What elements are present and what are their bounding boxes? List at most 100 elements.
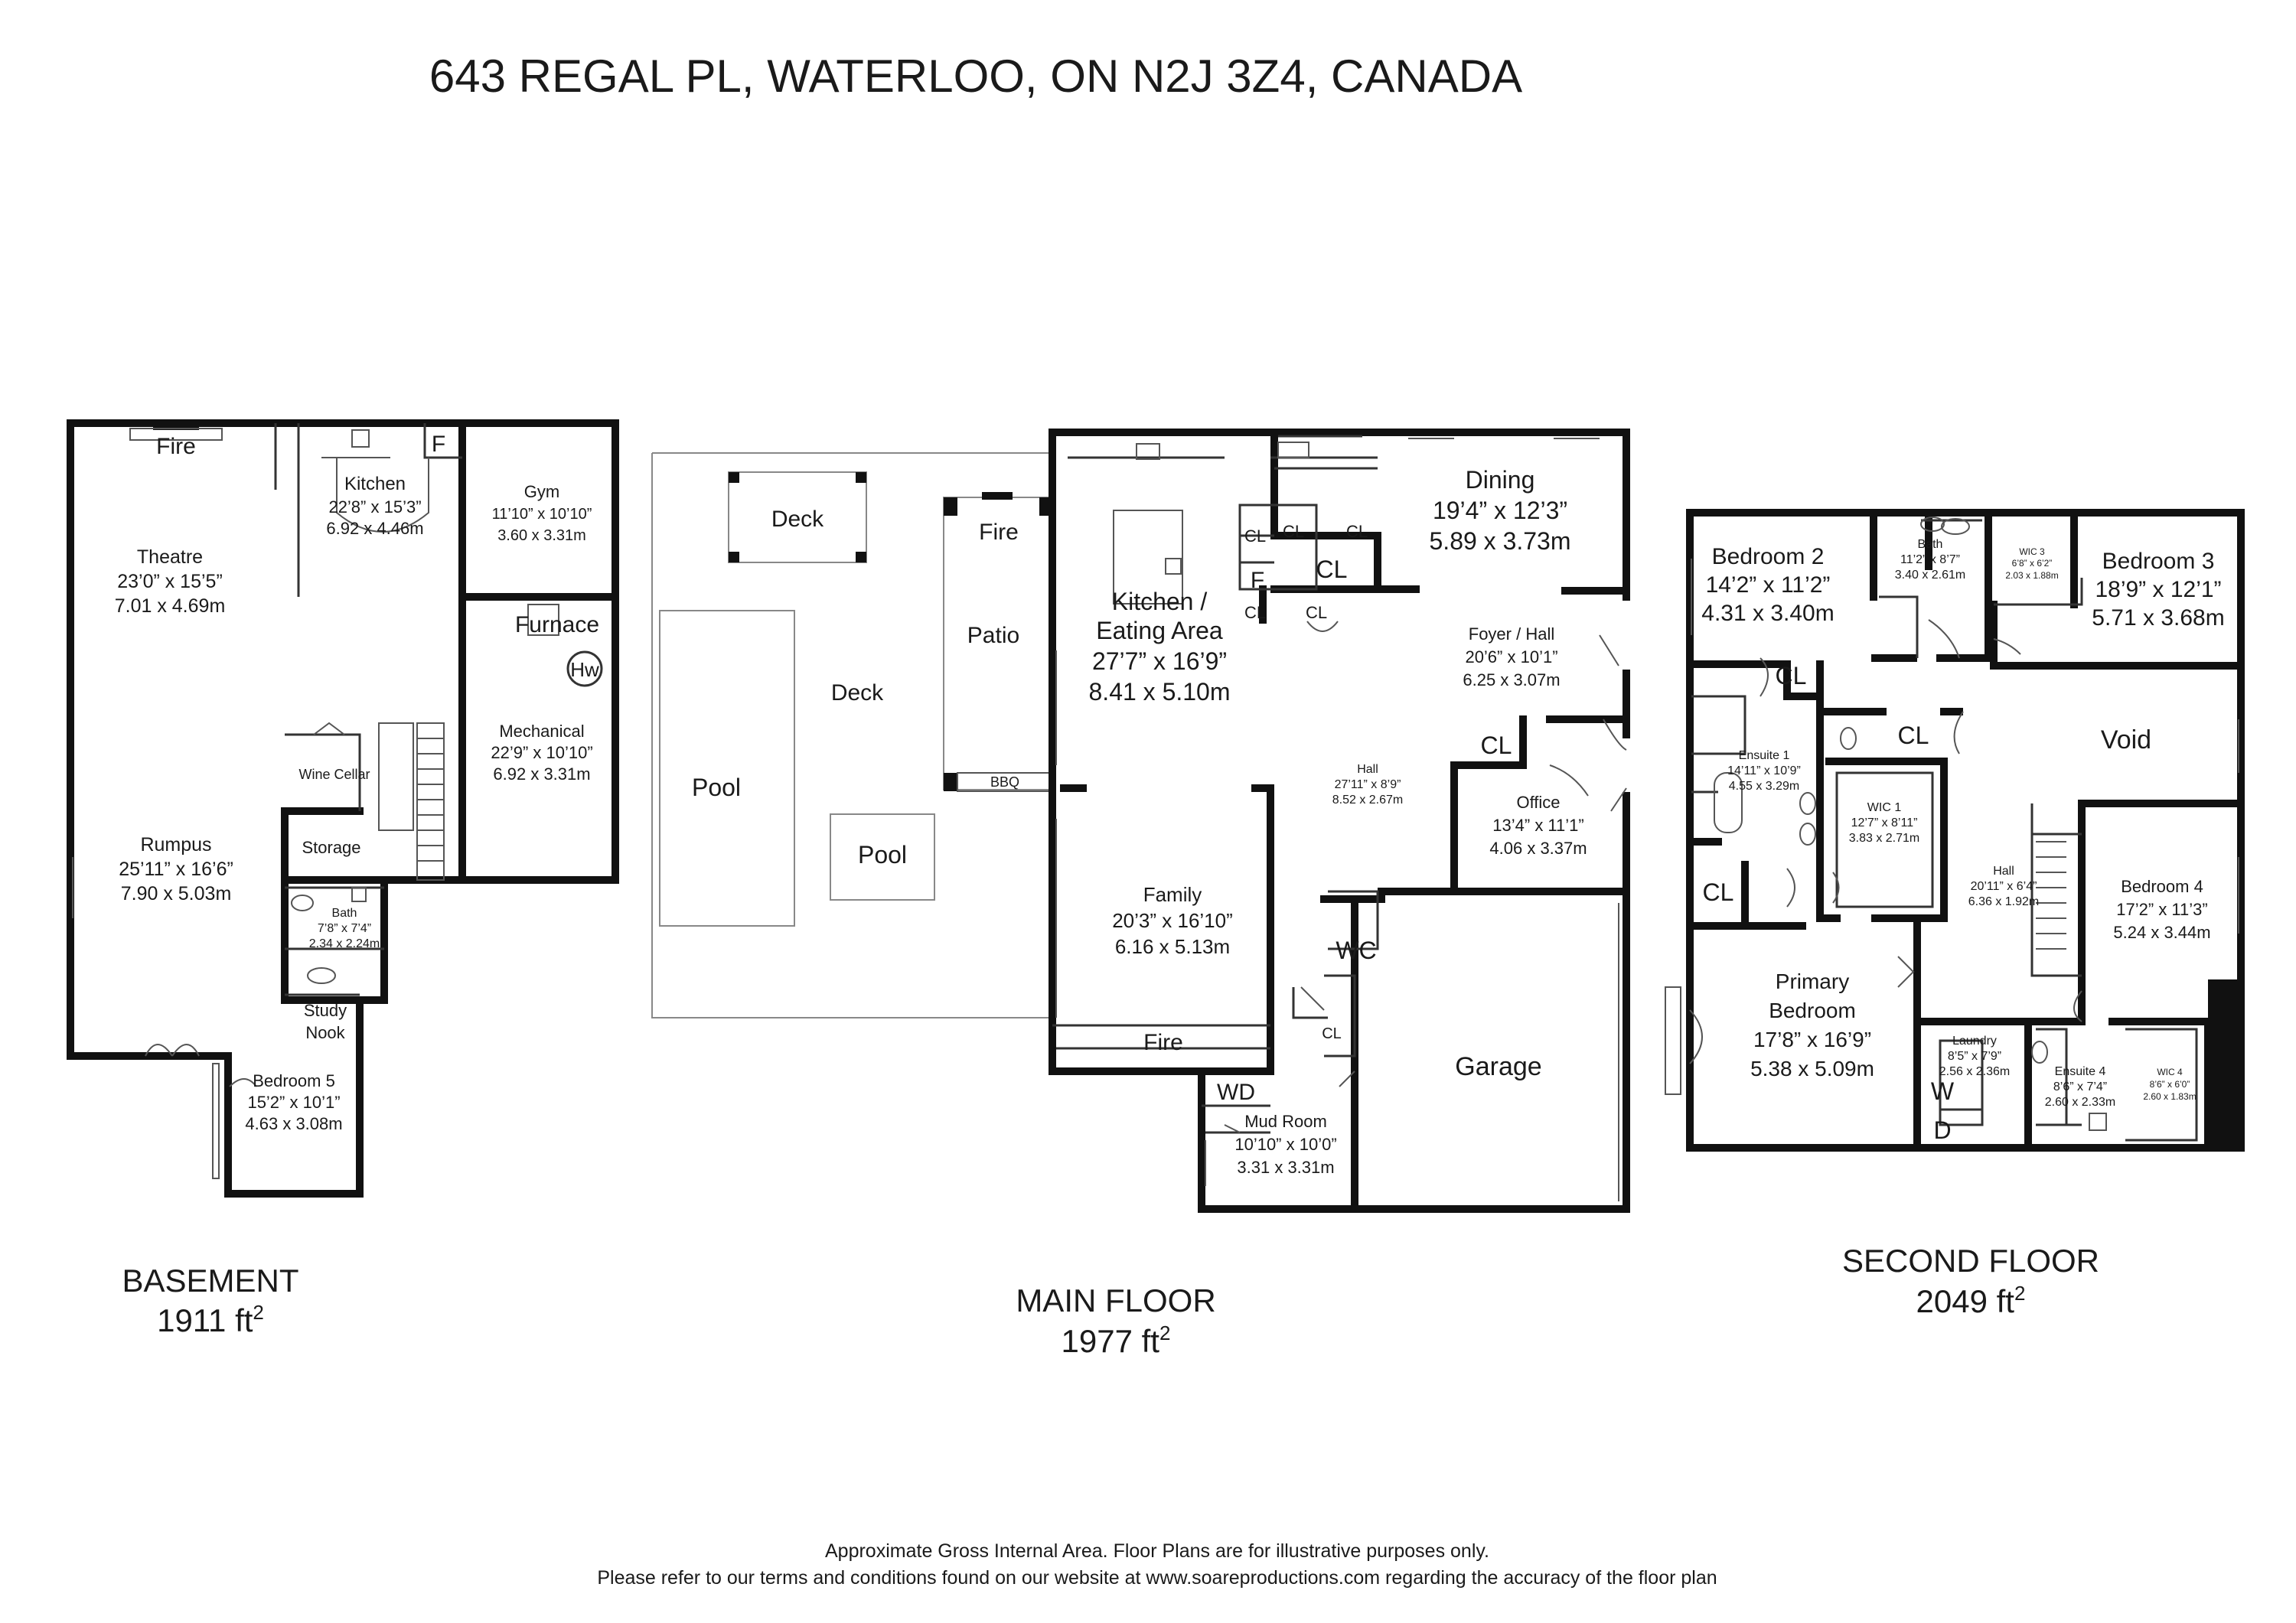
main-office-imperial: 13’4” x 11’1” [1492,816,1583,835]
basement-theatre-metric: 7.01 x 4.69m [115,595,226,617]
basement-storage-label: Storage [302,838,360,857]
second-hall-name: Hall [1993,865,2014,878]
main-dining-metric: 5.89 x 3.73m [1430,527,1571,555]
main-closet-label-3: CL [1346,522,1368,541]
second-floor-area: 2049 ft2 [1916,1282,2026,1319]
second-bedroom3-imperial: 18’9” x 12’1” [2095,577,2221,602]
main-office-name: Office [1516,793,1560,812]
second-hall-metric: 6.36 x 1.92m [1968,895,2040,908]
second-primary-imperial: 17’8” x 16’9” [1753,1028,1871,1051]
basement-bedroom5-metric: 4.63 x 3.08m [245,1114,342,1133]
main-hall-imperial: 27’11” x 8’9” [1335,778,1401,791]
second-ensuite4-metric: 2.60 x 2.33m [2045,1096,2116,1109]
second-laundry-metric: 2.56 x 2.36m [1939,1065,2011,1078]
main-office-metric: 4.06 x 3.37m [1489,839,1587,858]
basement-bath-name: Bath [332,907,357,920]
main-bbq-label: BBQ [990,774,1019,790]
main-deck-top-label: Deck [771,507,824,532]
basement-fridge-label: F [432,432,445,457]
main-floor-area: 1977 ft2 [1062,1322,1171,1359]
main-closet-label-1: CL [1244,526,1266,546]
second-wic1-metric: 3.83 x 2.71m [1849,832,1920,845]
main-dining-name: Dining [1466,466,1535,494]
second-ensuite1-imperial: 14’11” x 10’9” [1727,764,1801,777]
basement-kitchen-metric: 6.92 x 4.46m [326,519,423,538]
basement-mechanical-imperial: 22’9” x 10’10” [491,743,592,762]
basement-wine-cellar-label: Wine Cellar [298,767,370,782]
second-primary-name-line2: Bedroom [1769,999,1856,1022]
second-bedroom4-name: Bedroom 4 [2121,877,2203,896]
main-foyer-metric: 6.25 x 3.07m [1463,670,1560,689]
second-floor-name: SECOND FLOOR [1842,1243,2099,1279]
second-wic1-imperial: 12’7” x 8’11” [1851,816,1918,829]
main-garage-label: Garage [1455,1052,1541,1081]
basement-study-label-line2: Nook [305,1023,345,1042]
basement-floor-name: BASEMENT [122,1263,298,1299]
main-pool-label: Pool [858,841,907,869]
main-kitchen-imperial: 27’7” x 16’9” [1092,647,1227,675]
main-floor-name: MAIN FLOOR [1016,1282,1215,1318]
basement-floor-area: 1911 ft2 [157,1301,264,1338]
basement-gym-name: Gym [524,482,559,501]
main-hall-name: Hall [1357,763,1378,776]
second-bedroom2-imperial: 14’2” x 11’2” [1706,572,1831,598]
main-closet-label-6: CL [1306,603,1327,622]
second-bedroom2-name: Bedroom 2 [1712,544,1825,569]
second-bedroom4-imperial: 17’2” x 11’3” [2116,900,2207,919]
main-closet-label-5: CL [1244,603,1266,622]
second-wic3-metric: 2.03 x 1.88m [2005,570,2058,581]
basement-study-label-line1: Study [304,1001,347,1020]
second-wic4-metric: 2.60 x 1.83m [2143,1091,2196,1102]
main-hall-metric: 8.52 x 2.67m [1332,794,1404,807]
main-family-imperial: 20’3” x 16’10” [1112,909,1233,932]
main-mudroom-name: Mud Room [1244,1112,1327,1131]
second-ensuite1-name: Ensuite 1 [1739,749,1790,762]
basement-bedroom5-name: Bedroom 5 [253,1071,335,1090]
basement-bath-metric: 2.34 x 2.24m [309,937,380,950]
second-laundry-name: Laundry [1952,1035,1997,1048]
main-family-name: Family [1143,883,1202,906]
basement-rumpus-metric: 7.90 x 5.03m [121,883,232,904]
main-kitchen-name-line1: Kitchen / [1112,588,1208,615]
main-mudroom-imperial: 10’10” x 10’0” [1234,1135,1336,1154]
second-bath-name: Bath [1918,538,1943,551]
second-wic3-name: WIC 3 [2019,546,2045,557]
second-bedroom4-metric: 5.24 x 3.44m [2113,923,2210,942]
main-family-fireplace-label: Fire [1143,1030,1183,1055]
basement-bedroom5-imperial: 15’2” x 10’1” [247,1093,340,1112]
second-bath-metric: 3.40 x 2.61m [1895,569,1966,582]
second-bedroom3-name: Bedroom 3 [2102,549,2215,574]
basement-furnace-label: Furnace [515,612,599,637]
main-dining-imperial: 19’4” x 12’3” [1433,497,1567,524]
main-family-metric: 6.16 x 5.13m [1115,935,1230,958]
main-fridge-label: F [1251,568,1264,593]
second-closet-label-3: CL [1703,878,1734,906]
basement-rumpus-imperial: 25’11” x 16’6” [119,859,233,880]
main-mudroom-metric: 3.31 x 3.31m [1237,1158,1334,1177]
main-floor-plan: Deck Fire Patio Deck Pool Pool BBQ Kitch… [651,429,1630,1359]
main-deck-label: Deck [831,680,884,706]
second-ensuite4-name: Ensuite 4 [2055,1065,2106,1078]
main-kitchen-metric: 8.41 x 5.10m [1089,678,1231,706]
second-floor-plan: Bedroom 2 14’2” x 11’2” 4.31 x 3.40m Bat… [1665,509,2245,1319]
second-wic1-name: WIC 1 [1867,801,1902,814]
main-washer-dryer-label: WD [1217,1080,1255,1105]
basement-bath-imperial: 7’8” x 7’4” [318,922,371,935]
main-patio-label: Patio [967,623,1019,648]
main-closet-label-2: CL [1283,522,1304,541]
disclaimer-line-2: Please refer to our terms and conditions… [597,1567,1717,1589]
second-void-label: Void [2101,725,2151,754]
main-kitchen-name-line2: Eating Area [1096,617,1223,644]
property-address-title: 643 REGAL PL, WATERLOO, ON N2J 3Z4, CANA… [429,51,1522,102]
second-wic4-imperial: 8’6” x 6’0” [2150,1079,2190,1090]
main-closet-label-4: CL [1316,556,1348,583]
second-closet-label-2: CL [1898,722,1929,749]
main-closet-label-7: CL [1481,732,1512,759]
basement-mechanical-name: Mechanical [499,722,584,741]
second-bedroom3-metric: 5.71 x 3.68m [2092,605,2224,631]
second-hall-imperial: 20’11” x 6’4” [1971,880,2037,893]
disclaimer-line-1: Approximate Gross Internal Area. Floor P… [825,1540,1489,1562]
second-closet-label-1: CL [1776,662,1807,689]
main-foyer-name: Foyer / Hall [1469,624,1554,644]
